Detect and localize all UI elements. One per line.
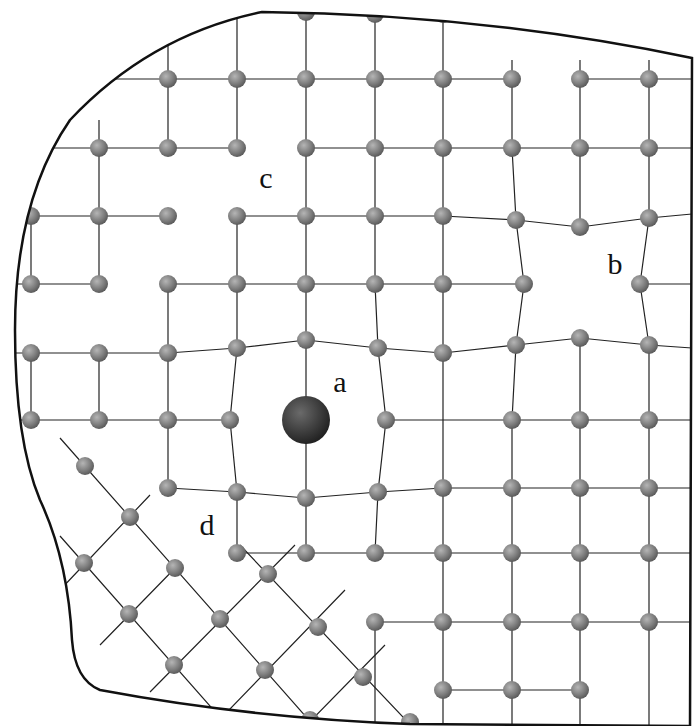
defect-label: a xyxy=(333,367,346,397)
defect-label: b xyxy=(608,249,623,279)
crystal-outline xyxy=(15,12,692,726)
lattice xyxy=(15,0,692,726)
atoms xyxy=(22,3,658,726)
defect-label: d xyxy=(200,510,215,540)
defect-label: c xyxy=(259,163,272,193)
impurity-atom xyxy=(282,396,330,444)
bonds xyxy=(15,0,692,726)
